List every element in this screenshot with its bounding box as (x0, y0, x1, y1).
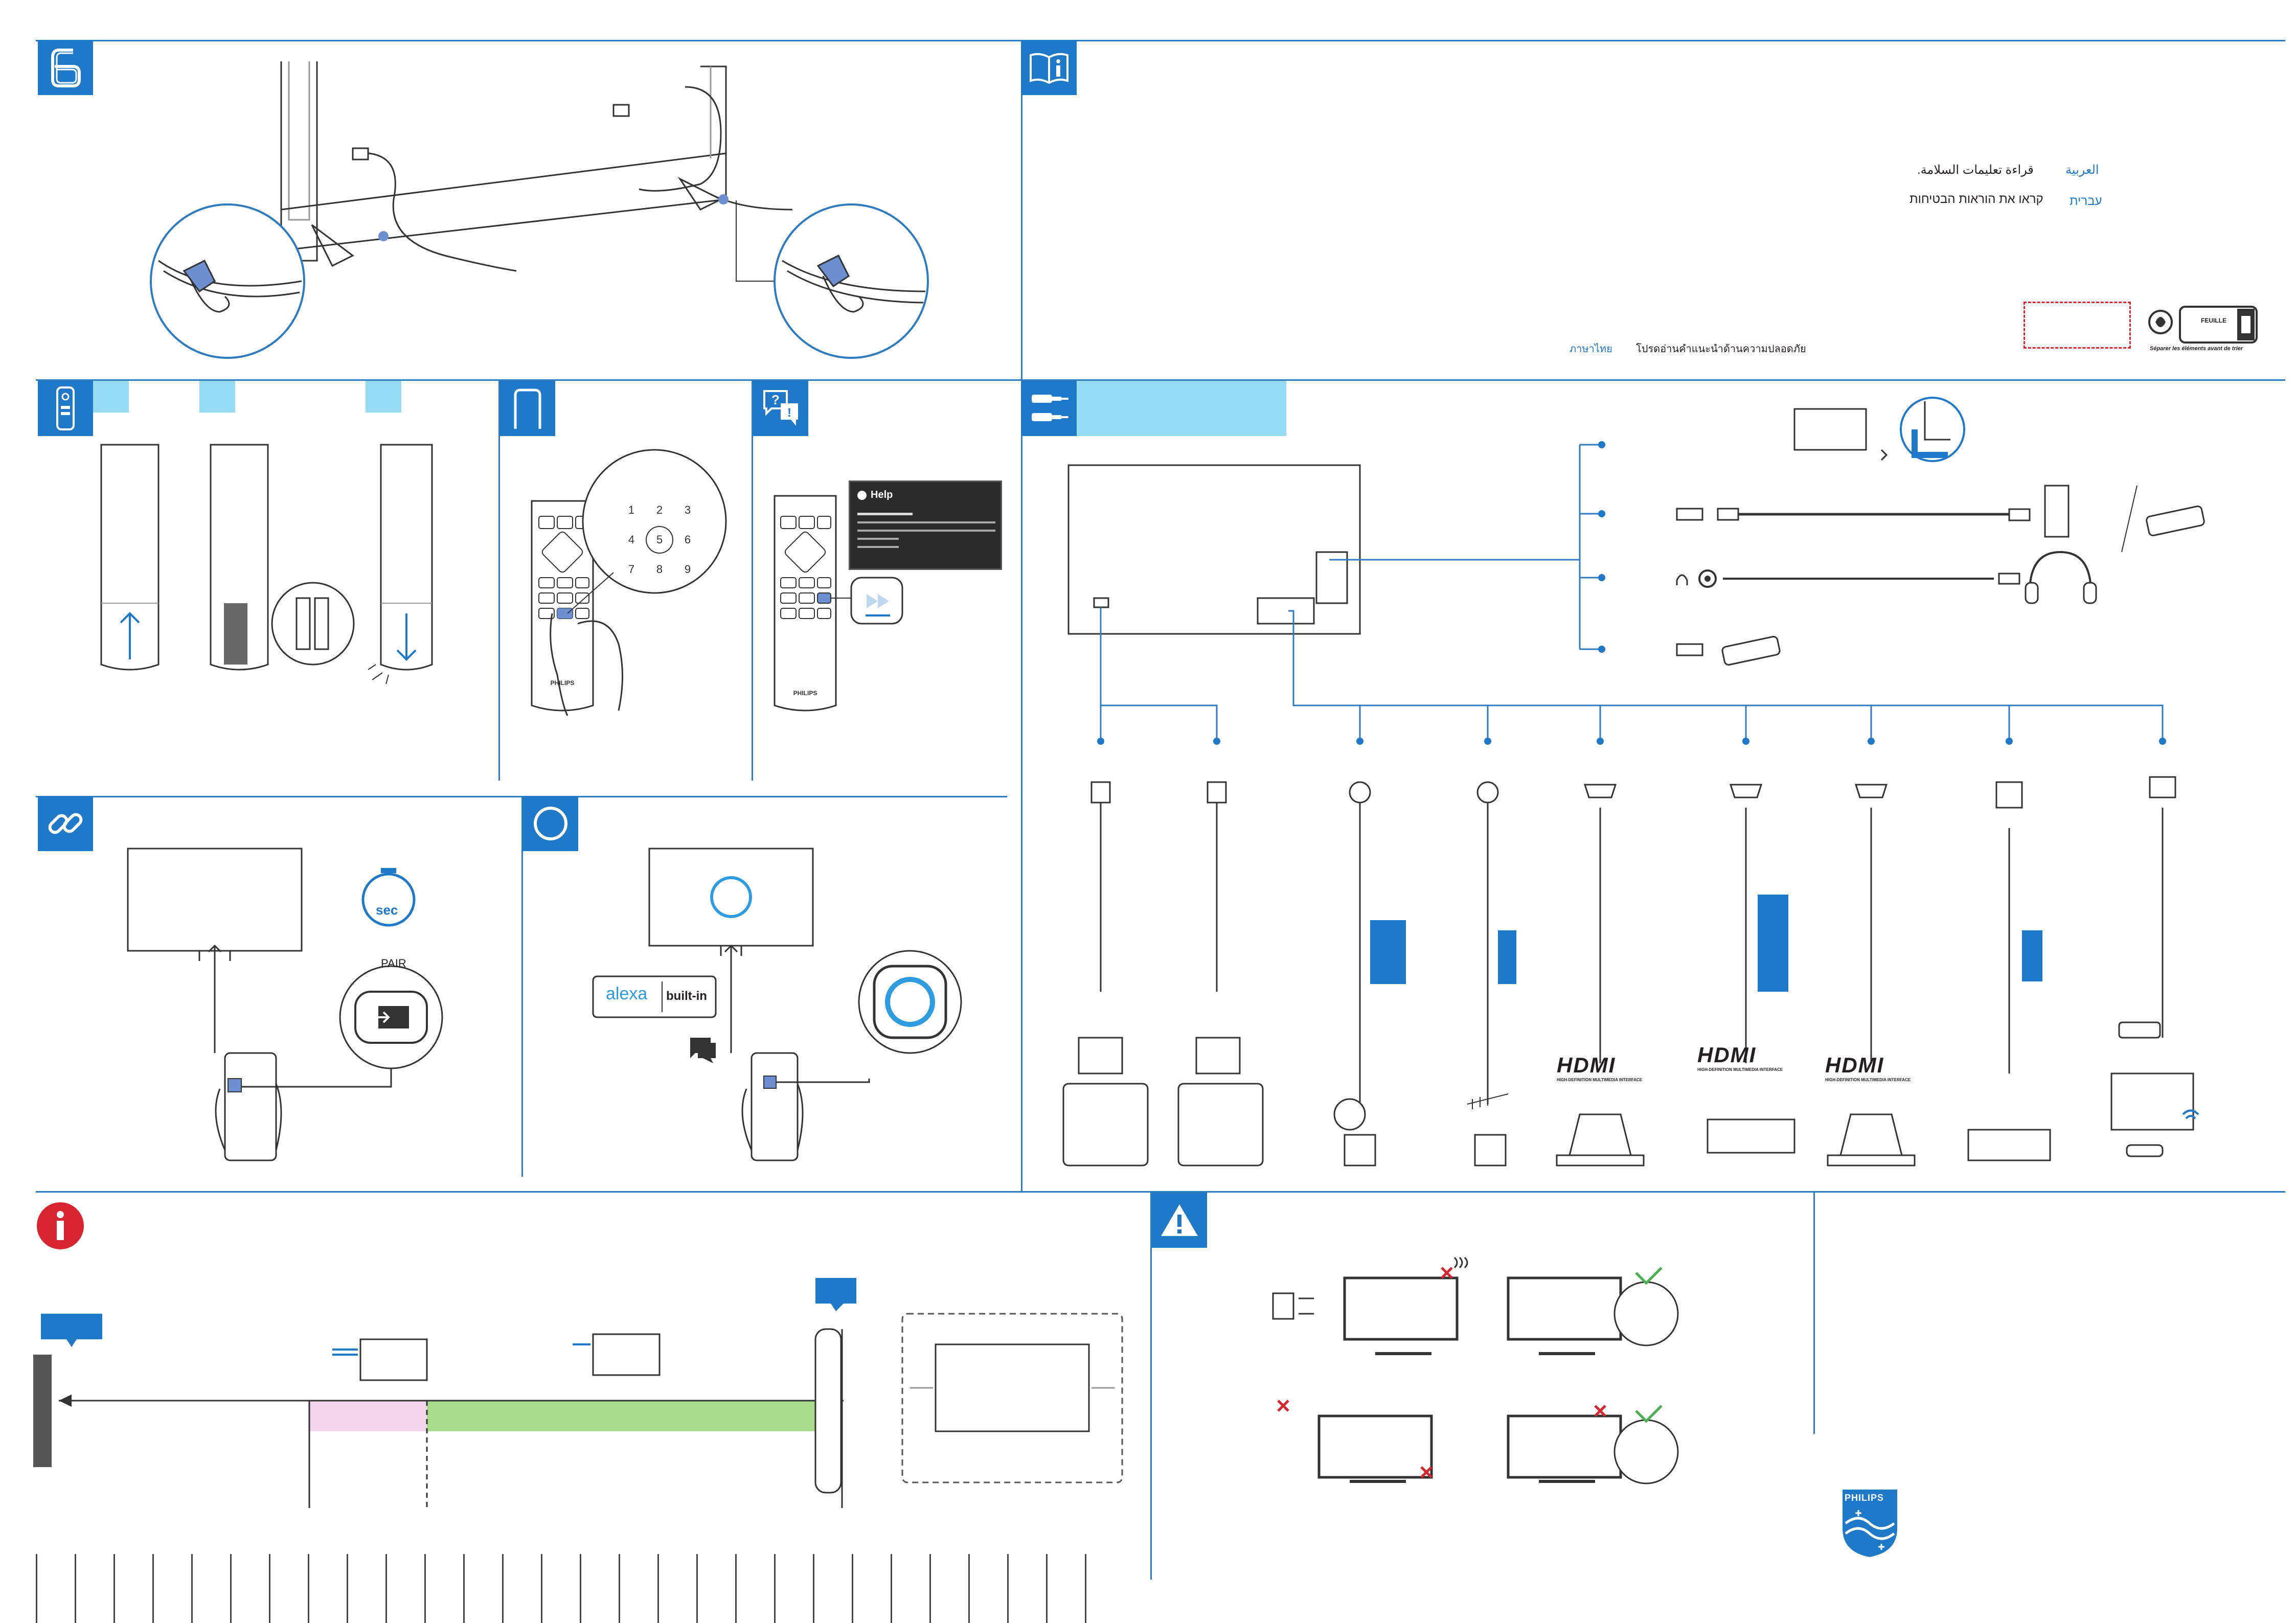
remote-step-marker-2 (199, 381, 235, 413)
step-6-badge (38, 40, 93, 95)
tv-back-connections (1062, 397, 2205, 1167)
remote-icon (56, 386, 75, 430)
connections-badge (1021, 381, 1077, 436)
keypad-digit-2: 2 (656, 504, 663, 516)
philips-brand-text: PHILIPS (1845, 1493, 1884, 1503)
safety-label-arabic: العربية (2065, 163, 2099, 177)
warning-badge (1152, 1193, 1207, 1248)
keypad-digit-3: 3 (685, 504, 691, 516)
hdmi-tagline-1: HIGH-DEFINITION MULTIMEDIA INTERFACE (1557, 1078, 1643, 1082)
divider-col-right (1813, 1191, 1815, 1434)
help-screen-title-row: Help (857, 489, 893, 501)
hdmi-tagline-2: HIGH-DEFINITION MULTIMEDIA INTERFACE (1697, 1067, 1783, 1072)
safety-label-thai: ภาษาไทย (1570, 344, 1612, 355)
info-circle-icon (37, 1202, 84, 1249)
keypad-digit-4: 4 (628, 533, 634, 546)
safety-text-thai: โปรดอ่านคำแนะนำด้านความปลอดภัย (1636, 344, 1806, 355)
help-question-icon: ? ! (763, 390, 798, 426)
help-remote-illustration: PHILIPS (774, 495, 903, 712)
safety-text-hebrew: קראו את הוראות הבטיחות (1909, 192, 2043, 206)
pairing-illustration (127, 848, 443, 1161)
svg-text:?: ? (771, 392, 780, 407)
remote-keypad-badge (500, 381, 555, 436)
help-badge: ? ! (753, 381, 808, 436)
keypad-digit-9: 9 (685, 563, 691, 576)
hdmi-logo-2: HDMI (1697, 1043, 1757, 1067)
connections-header-bar (1077, 381, 1286, 436)
safety-text-arabic: قراءة تعليمات السلامة. (1917, 163, 2034, 177)
wall-distance-diagram (33, 1278, 1123, 1508)
timer-sec-label: sec (376, 902, 398, 918)
hdmi-logo-1: HDMI (1557, 1053, 1616, 1077)
divider-top (36, 40, 2285, 41)
tv-stand-cable-illustration (150, 61, 929, 359)
triman-recycling-logo (2148, 306, 2258, 344)
cable-plugs-icon (1032, 395, 1069, 421)
svg-text:!: ! (787, 406, 791, 420)
cleaning-warnings-illustration (1272, 1256, 1679, 1484)
safety-label-hebrew: עברית (2070, 194, 2102, 208)
safety-stamp-placeholder (2024, 302, 2131, 349)
triman-label: FEUILLE (2201, 317, 2226, 324)
keypad-digit-5: 5 (656, 533, 663, 546)
alexa-badge (523, 796, 578, 851)
divider-col-warning (1150, 1191, 1152, 1580)
alexa-logo-text: alexa (606, 984, 648, 1003)
remote-step-marker-3 (366, 381, 401, 413)
alexa-ring-icon (534, 807, 567, 840)
remote-battery-steps (100, 444, 433, 684)
keypad-digit-8: 8 (656, 563, 663, 576)
pairing-badge (38, 796, 93, 851)
info-book-badge (1021, 40, 1077, 95)
remote-keypad-illustration: 1 2 3 4 5 6 7 8 9 PHILIPS (531, 449, 727, 716)
philips-shield-logo (1843, 1490, 1897, 1557)
book-info-icon (1030, 53, 1069, 84)
remote-brand-label: PHILIPS (551, 679, 575, 687)
help-screen-lines (857, 513, 995, 548)
info-badge (36, 1201, 85, 1250)
link-chain-icon (48, 813, 83, 834)
help-screen: Help (849, 481, 1002, 570)
keypad-digit-6: 6 (685, 533, 691, 546)
alexa-built-in-text: built-in (666, 989, 707, 1003)
help-screen-title: Help (871, 489, 893, 500)
divider-col-main (1021, 40, 1022, 1191)
warning-triangle-icon (1161, 1204, 1198, 1236)
divider-row2 (36, 379, 2285, 381)
remote-outline-icon (514, 388, 541, 429)
keypad-digit-1: 1 (628, 504, 634, 516)
pair-button-label: PAIR (381, 957, 406, 970)
divider-col-remote (498, 379, 500, 781)
alexa-illustration (592, 848, 962, 1161)
hdmi-tagline-3: HIGH-DEFINITION MULTIMEDIA INTERFACE (1825, 1078, 1911, 1082)
divider-row4 (36, 1191, 2285, 1193)
help-bubble-icon (857, 490, 867, 500)
remote-badge (38, 381, 93, 436)
remote-step-marker-1 (93, 381, 129, 413)
divider-col-alexa (521, 796, 523, 1177)
divider-col-help (752, 379, 753, 781)
number-six-icon (51, 49, 81, 87)
triman-caption: Séparer les éléments avant de trier (2150, 346, 2243, 352)
help-remote-brand-label: PHILIPS (793, 690, 817, 697)
hdmi-logo-3: HDMI (1825, 1053, 1884, 1077)
keypad-digit-7: 7 (628, 563, 634, 576)
